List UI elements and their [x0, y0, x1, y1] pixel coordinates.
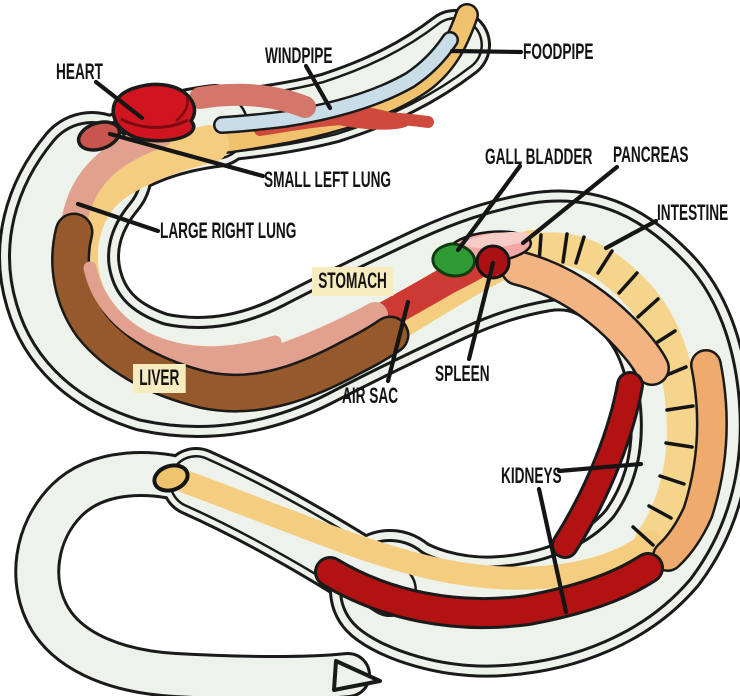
organ-kidneys [314, 371, 664, 630]
kidneys-leader-line-upper [556, 461, 644, 474]
label-spleen: SPLEEN [435, 361, 490, 386]
villus-tick [665, 404, 695, 412]
large-right-lung-leader-line [75, 201, 161, 234]
air-sac-leader-line [385, 299, 411, 384]
posterior-colon [174, 470, 662, 590]
heart-group [76, 82, 197, 152]
organ-windpipe [215, 33, 457, 132]
organ-small-left-lung [76, 120, 122, 152]
kidney-upper [554, 374, 641, 556]
liver-inner-pink-stripe [83, 261, 282, 360]
villus-tick [647, 504, 673, 520]
villus-tick [631, 525, 655, 547]
fat-bodies [500, 250, 728, 572]
gall-bladder-leader-line [455, 163, 523, 253]
heart-fold-line-2 [175, 96, 189, 122]
fat-lobe-outer [654, 351, 726, 570]
label-air-sac: AIR SAC [342, 383, 399, 408]
organ-gall-bladder [431, 242, 477, 278]
heart-fold-line [120, 117, 189, 129]
liver-fill [53, 215, 407, 410]
villus-tick [574, 235, 586, 265]
label-foodpipe: FOODPIPE [523, 39, 594, 64]
anterior-lung-salmon [189, 83, 316, 118]
kidneys-leader-line-lower [536, 486, 569, 615]
foodpipe-leader-line [449, 48, 524, 55]
label-liver: LIVER [133, 364, 186, 393]
vent-opening [152, 463, 190, 493]
villus-tick [636, 297, 660, 319]
label-windpipe: WINDPIPE [265, 43, 333, 68]
organ-cluster [431, 230, 533, 280]
villus-tick [664, 441, 694, 449]
label-small-left-lung: SMALL LEFT LUNG [264, 167, 392, 192]
villus-tick [617, 271, 639, 295]
label-intestine: INTESTINE [657, 200, 729, 225]
organ-heart [111, 82, 197, 143]
intestine-band [516, 232, 699, 558]
label-kidneys: KIDNEYS [501, 463, 562, 488]
pancreas-highlight [465, 231, 531, 249]
intestine-leader-line [603, 218, 659, 251]
small-left-lung-leader-line [107, 131, 266, 179]
kidney-lower [317, 555, 661, 627]
intestine-villi [537, 232, 695, 547]
label-large-right-lung: LARGE RIGHT LUNG [160, 218, 297, 243]
villus-tick [658, 474, 686, 486]
windpipe-leader-line [303, 63, 333, 111]
neck-organs [189, 31, 459, 136]
tail-tip [332, 659, 382, 692]
label-stomach: STOMACH [312, 267, 394, 296]
label-heart: HEART [56, 59, 103, 84]
label-pancreas: PANCREAS [613, 142, 689, 167]
villus-tick [596, 249, 614, 275]
leader-lines [75, 48, 659, 615]
pancreas-leader-line [520, 164, 620, 246]
fat-lobe-inner [502, 252, 668, 384]
label-gall-bladder: GALL BLADDER [485, 144, 593, 169]
heart-leader-line [93, 79, 145, 121]
spleen-leader-line [466, 260, 496, 362]
organ-liver [51, 212, 410, 413]
villus-tick [561, 232, 569, 264]
body-fill-tail [17, 454, 368, 696]
